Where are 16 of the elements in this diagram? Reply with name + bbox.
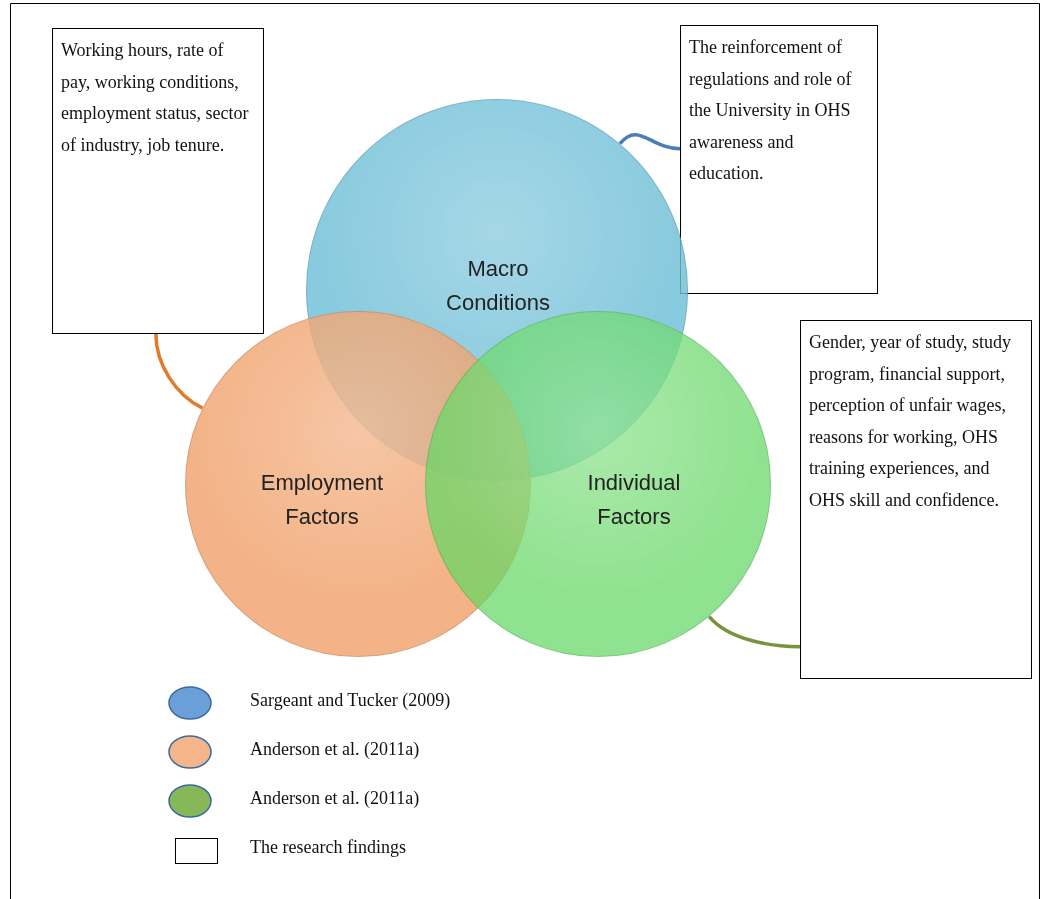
- box-text: Working hours, rate of pay, working conditions, employment status, sector of industry, job tenure.: [61, 39, 250, 157]
- circle-label: Employment Factors: [259, 469, 385, 531]
- legend-label: Anderson et al. (2011a): [250, 788, 420, 809]
- circle-label: Macro Conditions: [445, 255, 551, 317]
- text-box: [680, 25, 878, 294]
- connector-line: [707, 615, 801, 649]
- connector-line: [154, 333, 204, 410]
- text-box: [800, 320, 1032, 679]
- text-box: [52, 28, 264, 334]
- box-text: Gender, year of study, study program, financial support, perception of unfair wages, reasons for working, OHS training experiences, and OHS skill and confidence.: [809, 331, 1013, 512]
- circle-label: Individual Factors: [586, 469, 682, 531]
- box-text: The reinforcement of regulations and role of the University in OHS awareness and education.: [689, 36, 853, 185]
- legend-label: Sargeant and Tucker (2009): [250, 690, 451, 711]
- connector-line: [618, 133, 681, 151]
- legend-label: Anderson et al. (2011a): [250, 739, 420, 760]
- legend-label: The research findings: [250, 837, 406, 858]
